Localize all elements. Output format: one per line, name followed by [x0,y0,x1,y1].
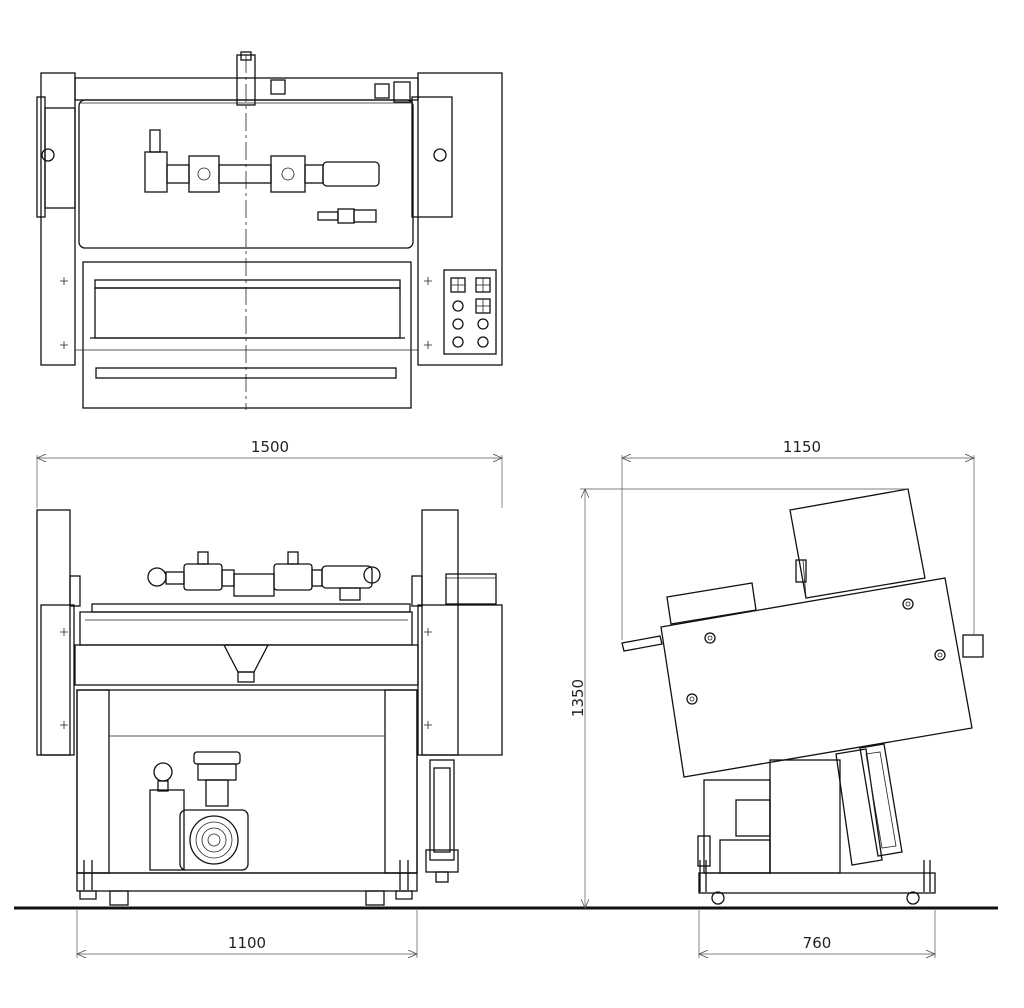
top-lower-tray [82,261,412,409]
dim-label-1100: 1100 [228,934,266,952]
front-pipework [147,551,381,601]
front-control-box [445,573,497,605]
dim-label-1150: 1150 [783,438,821,456]
dimension-760: 760 [699,910,935,958]
dim-label-1350: 1350 [569,679,587,717]
side-cylinder [859,743,903,857]
top-left-column [40,72,76,366]
front-view [36,509,503,906]
dim-label-760: 760 [803,934,832,952]
top-view [36,51,503,410]
front-lower-frame [76,689,418,874]
front-motor-blower [149,751,249,871]
dimension-1350: 1350 [569,489,908,908]
dimension-1150: 1150 [622,438,974,640]
dim-label-1500: 1500 [251,438,289,456]
top-right-column [417,72,503,366]
side-lower-frame [769,759,841,874]
control-panel [443,269,497,355]
side-main-body [660,577,973,778]
front-left-column [36,509,71,756]
dimension-1100: 1100 [77,910,417,958]
top-pipework [144,129,380,193]
side-base [698,872,936,894]
side-view [621,488,984,905]
front-cylinder [425,759,459,883]
side-top-box [789,488,926,599]
front-right-column [421,509,459,756]
dimension-1500: 1500 [37,438,502,508]
front-hopper [222,644,270,673]
